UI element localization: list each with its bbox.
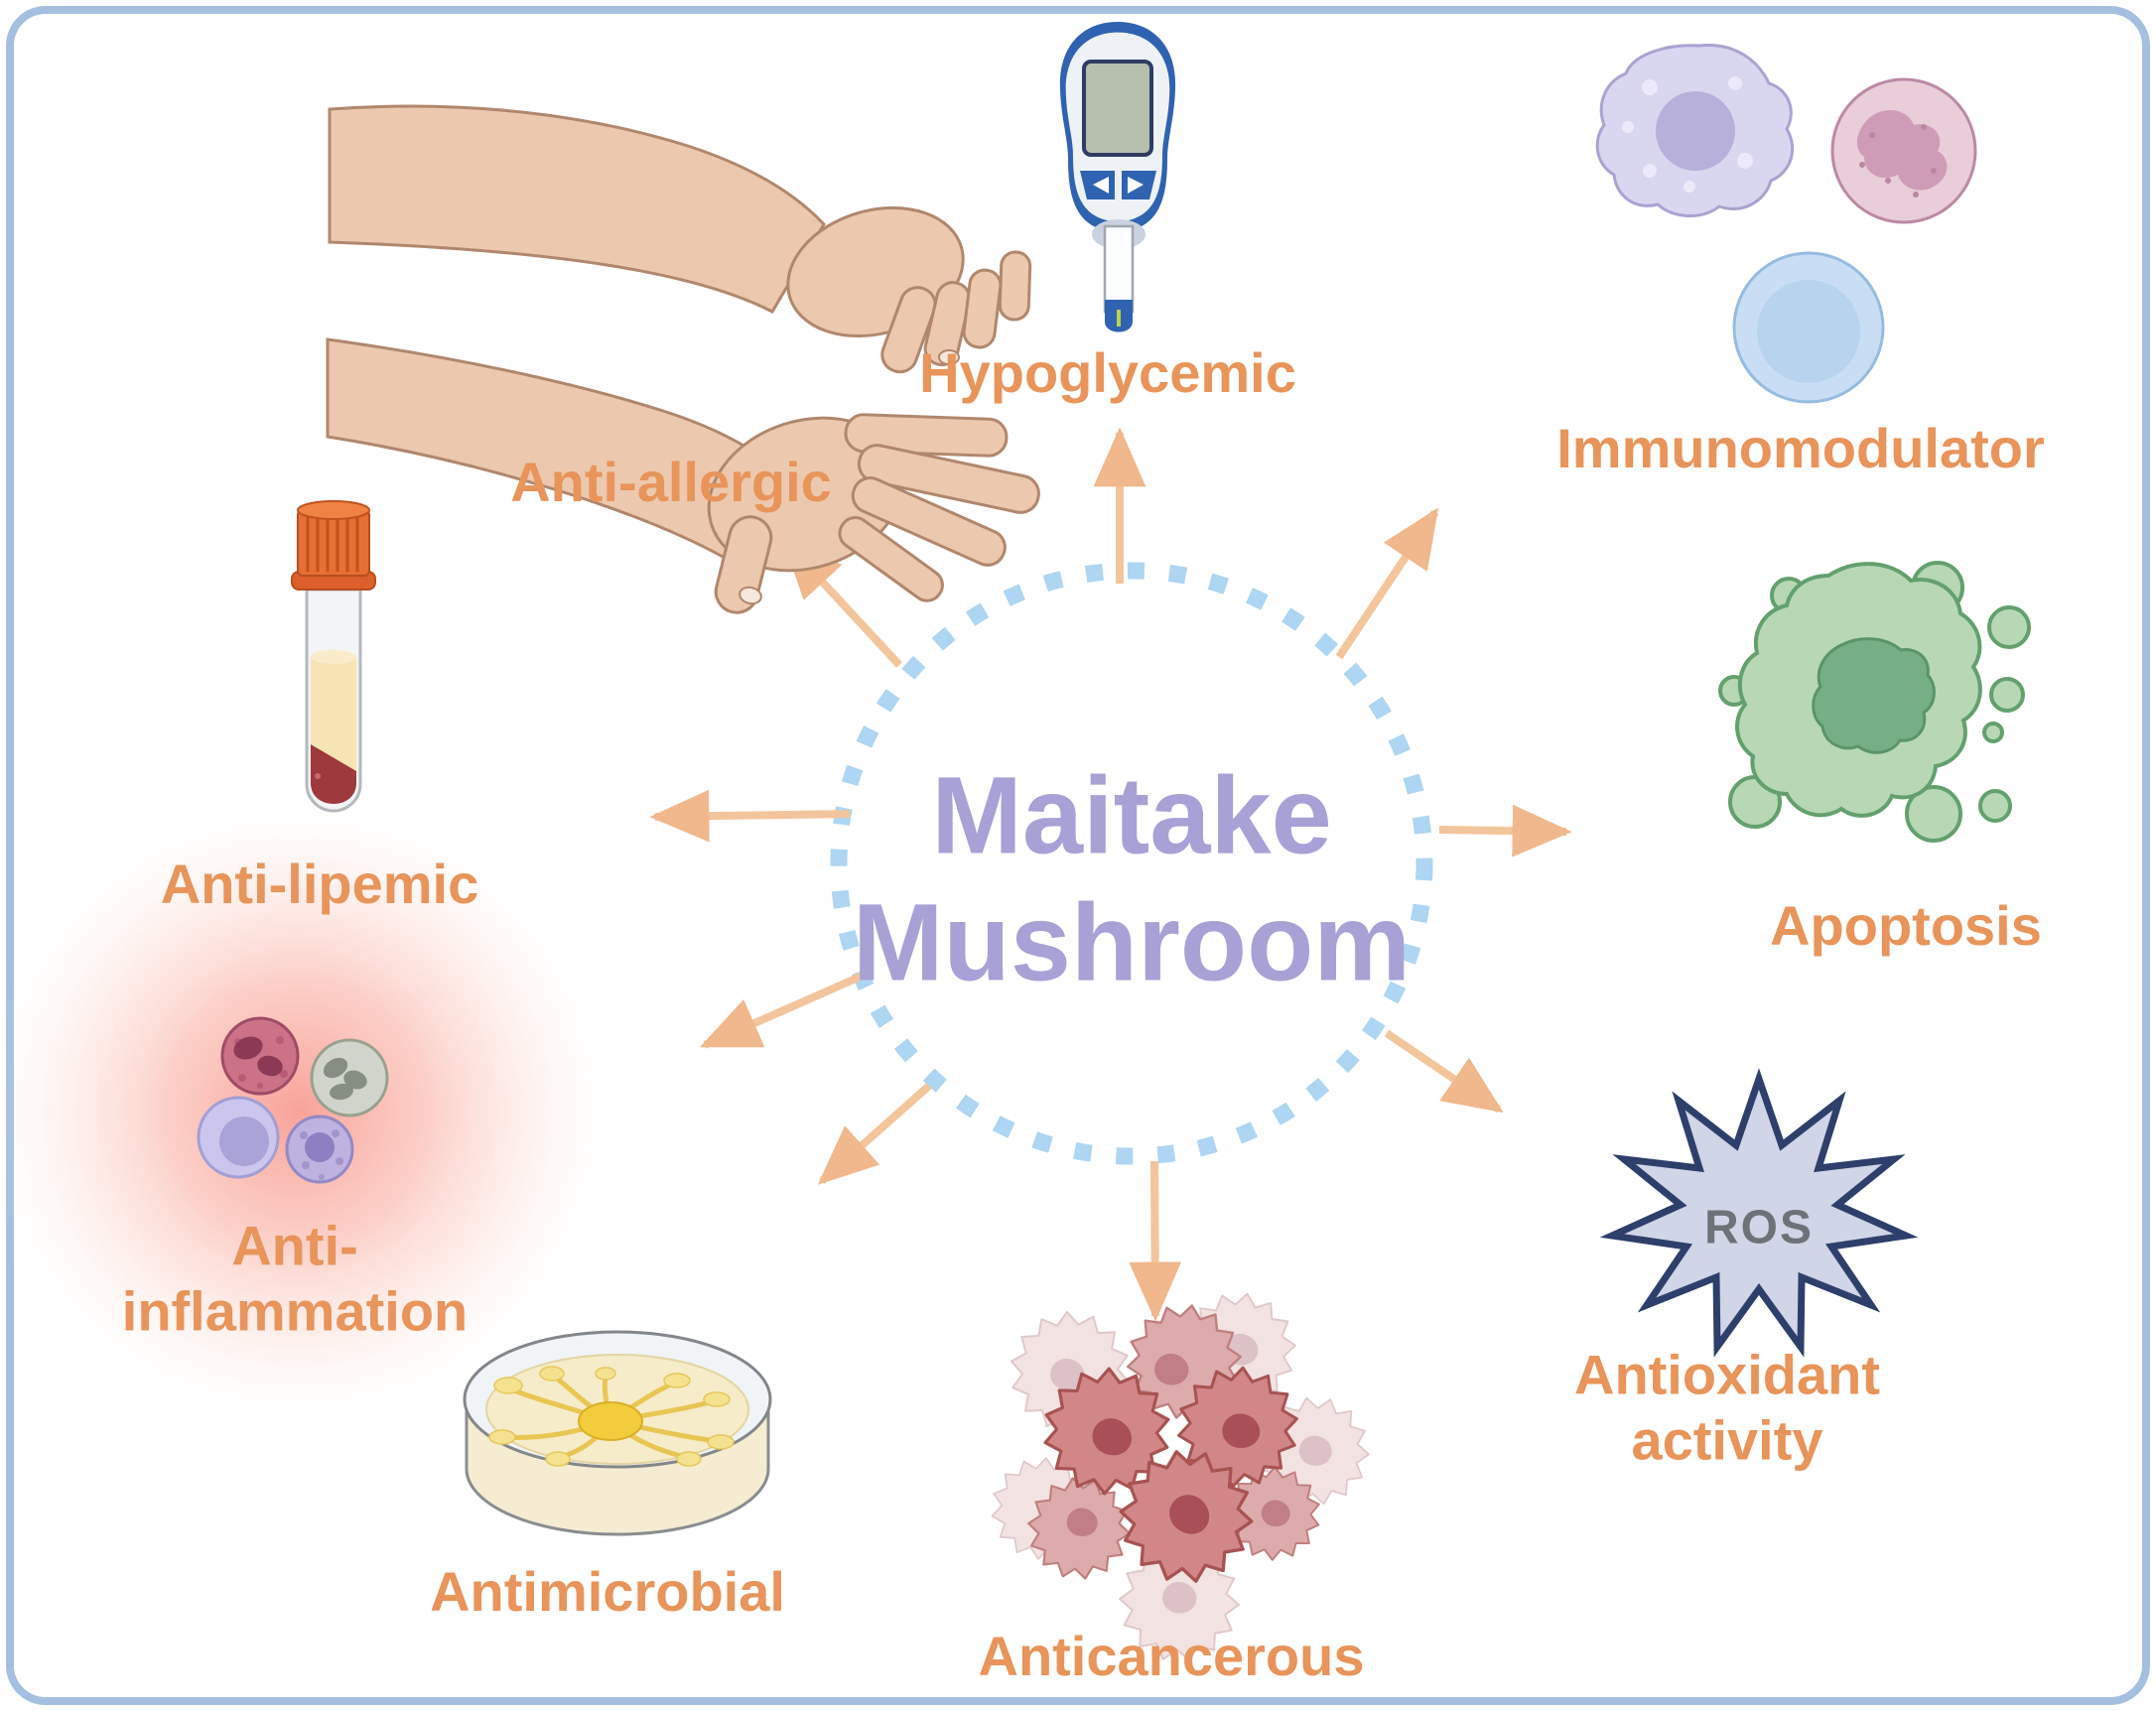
immune-cells-icon [1595, 43, 1977, 404]
canvas-border [6, 6, 2150, 1705]
white-blood-cells-icon [197, 1016, 389, 1184]
label-anti-allergic: Anti-allergic [510, 451, 832, 514]
arrow-antimicrobial [817, 1083, 932, 1185]
center-title: Maitake Mushroom [853, 752, 1411, 1005]
arrow-apoptosis [1438, 804, 1572, 857]
ros-badge-text: ROS [1703, 1201, 1815, 1254]
label-antioxidant-line2: activity [1631, 1408, 1823, 1471]
label-hypoglycemic: Hypoglycemic [919, 341, 1296, 405]
label-anti-inflammation-line2: inflammation [121, 1279, 469, 1342]
arrow-immunomodulator [1335, 507, 1439, 660]
scratching-hands-icon [326, 104, 1040, 614]
arrow-anti-inflammation [699, 972, 865, 1049]
cancer-cell-cluster-icon [973, 1272, 1391, 1672]
apoptotic-cell-icon [1718, 561, 2031, 843]
blood-sample-tube-icon [291, 500, 376, 813]
arrow-antioxidant [1384, 1029, 1504, 1114]
label-anti-inflammation-line1: Anti- [231, 1214, 358, 1277]
label-anti-lipemic: Anti-lipemic [160, 853, 479, 916]
label-immunomodulator: Immunomodulator [1556, 417, 2045, 480]
label-anticancerous: Anticancerous [978, 1625, 1365, 1688]
label-antimicrobial: Antimicrobial [430, 1560, 785, 1624]
center-title-line1: Maitake [931, 754, 1332, 877]
label-anti-inflammation: Anti- inflammation [122, 1213, 468, 1343]
arrow-anti-lipemic [649, 789, 851, 843]
ros-starburst-icon [1599, 1068, 1919, 1358]
dashed-circle [830, 562, 1433, 1165]
label-antioxidant-activity: Antioxidant activity [1574, 1342, 1880, 1472]
inflammation-glow [0, 784, 625, 1439]
petri-dish-icon [463, 1330, 772, 1536]
label-antioxidant-line1: Antioxidant [1574, 1343, 1880, 1406]
center-title-line2: Mushroom [852, 881, 1412, 1003]
arrow-anticancerous [1129, 1160, 1182, 1322]
label-apoptosis: Apoptosis [1770, 894, 2042, 958]
glucose-meter-icon [1059, 22, 1176, 332]
